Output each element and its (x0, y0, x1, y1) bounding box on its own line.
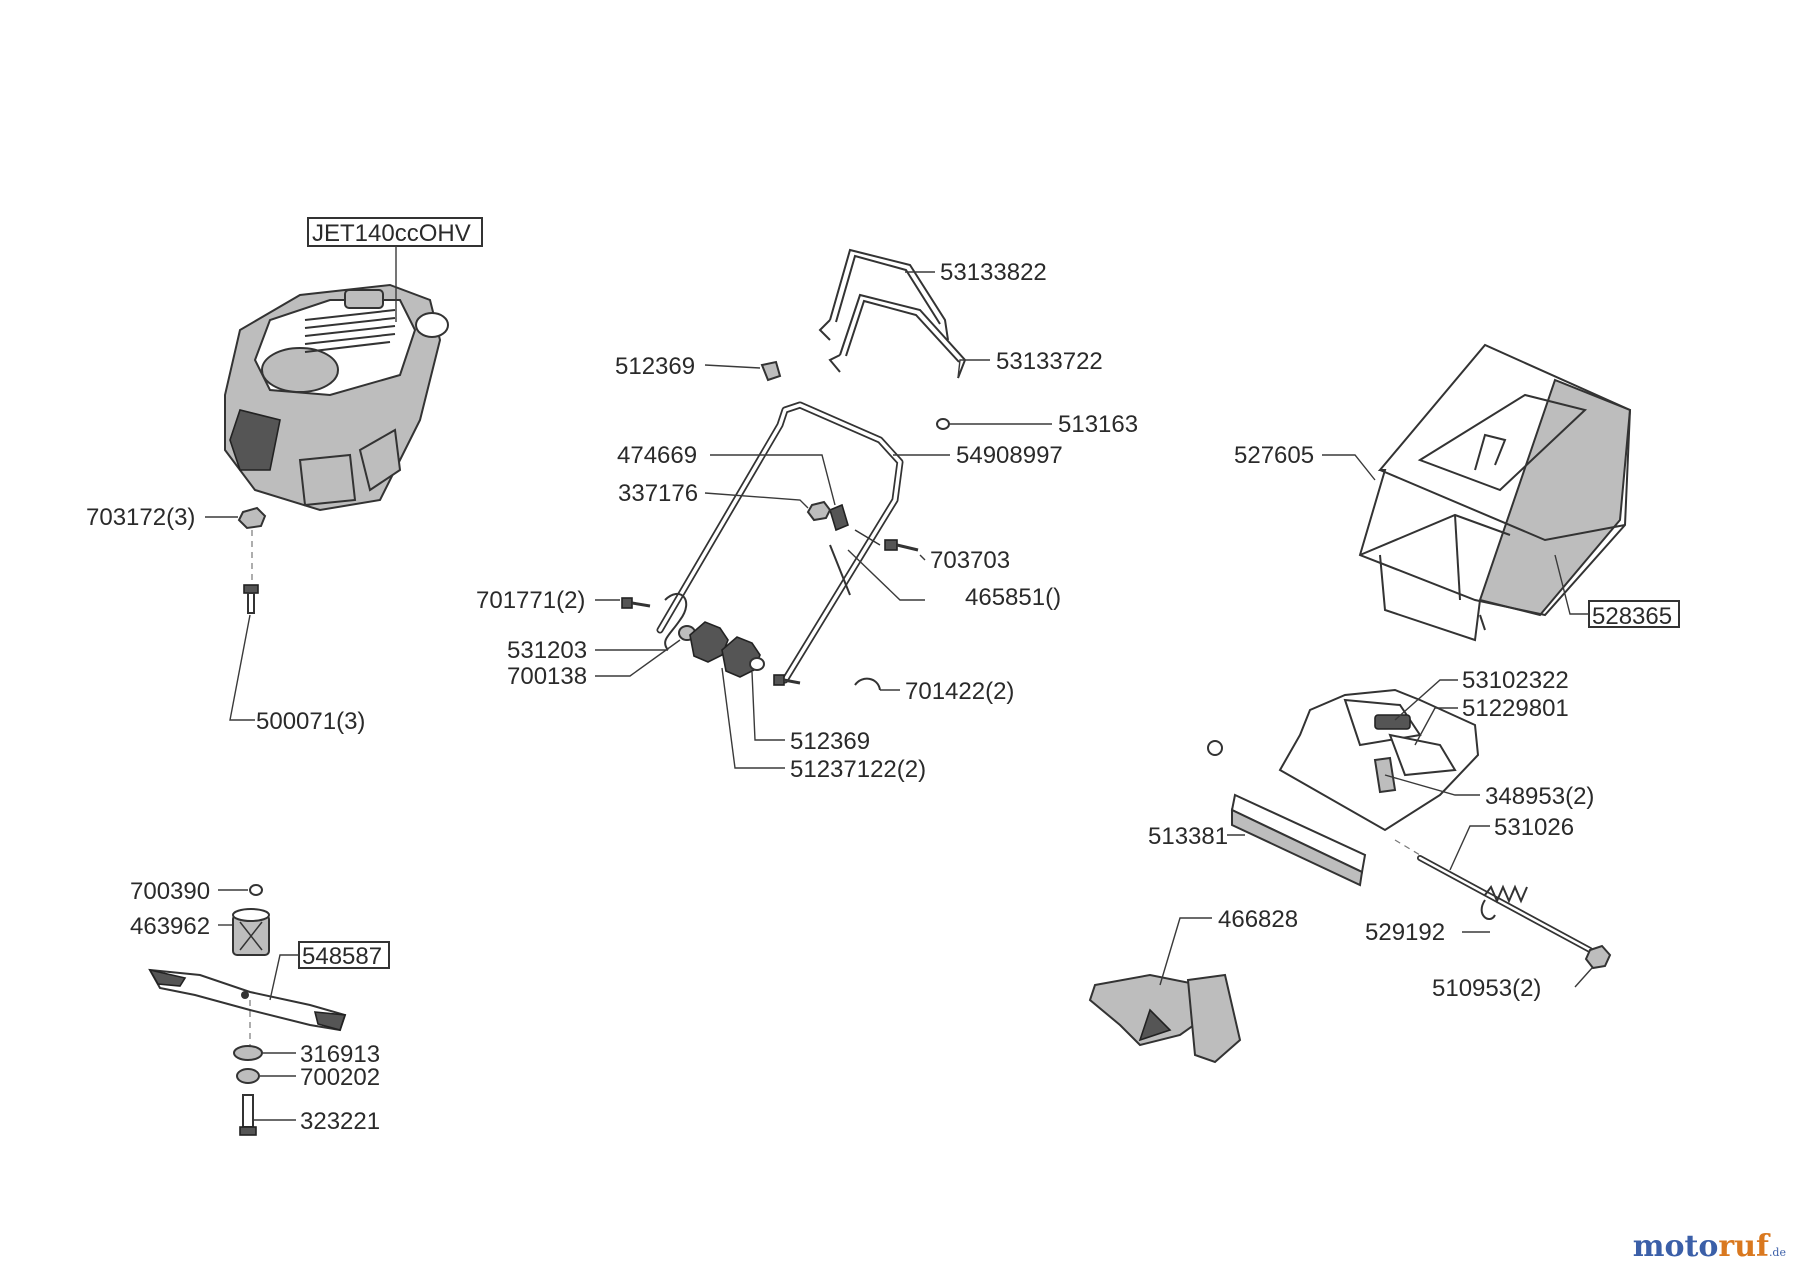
logo-part-2: ruf (1718, 1229, 1769, 1264)
label-527605: 527605 (1234, 442, 1314, 469)
blade-548587 (148, 968, 347, 1032)
cable-clip-474669 (829, 503, 849, 532)
label-463962: 463962 (130, 913, 210, 940)
rail-513381 (1230, 793, 1367, 887)
label-466828: 466828 (1218, 906, 1298, 933)
bolt-323221 (239, 1094, 257, 1136)
bolt-handle-bottom (773, 674, 801, 686)
label-465851: 465851() (965, 584, 1061, 611)
shaft-531026 (1417, 855, 1593, 953)
label-701771: 701771(2) (476, 587, 585, 614)
screw-703703 (884, 539, 919, 552)
label-531203: 531203 (507, 637, 587, 664)
label-548587: 548587 (302, 943, 382, 970)
label-701422: 701422(2) (905, 678, 1014, 705)
label-54908997: 54908997 (956, 442, 1063, 469)
label-500071: 500071(3) (256, 708, 365, 735)
label-700390: 700390 (130, 878, 210, 905)
engine-box (307, 217, 483, 247)
washer-513163 (936, 418, 950, 430)
label-703172: 703172(3) (86, 504, 195, 531)
control-bar-53133822 (818, 248, 949, 341)
control-bar-53133722 (828, 293, 967, 379)
logo-part-1: moto (1632, 1229, 1719, 1264)
label-510953: 510953(2) (1432, 975, 1541, 1002)
label-528365: 528365 (1592, 603, 1672, 630)
clip-531203 (664, 593, 688, 651)
label-512369-top: 512369 (615, 353, 695, 380)
label-53102322: 53102322 (1462, 667, 1569, 694)
label-700138: 700138 (507, 663, 587, 690)
label-512369-bottom: 512369 (790, 728, 870, 755)
washer-700390 (249, 884, 263, 896)
label-474669: 474669 (617, 442, 697, 469)
label-53133722: 53133722 (996, 348, 1103, 375)
lockwasher-700202 (236, 1068, 260, 1084)
label-703703: 703703 (930, 547, 1010, 574)
label-513163: 513163 (1058, 411, 1138, 438)
washer-512369-bottom (749, 657, 765, 671)
cable-465851 (829, 529, 881, 596)
engine-illustration (224, 283, 449, 512)
label-engine: JET140ccOHV (312, 220, 471, 247)
spring-529192 (1480, 884, 1528, 920)
logo-suffix: .de (1768, 1246, 1786, 1259)
label-513381: 513381 (1148, 823, 1228, 850)
label-53133822: 53133822 (940, 259, 1047, 286)
label-348953: 348953(2) (1485, 783, 1594, 810)
washer-316913 (233, 1045, 263, 1061)
handle-54908997 (656, 401, 904, 684)
label-529192: 529192 (1365, 919, 1445, 946)
site-logo[interactable]: motoruf.de (1633, 1229, 1786, 1264)
bolt-500071 (243, 584, 259, 614)
label-323221: 323221 (300, 1108, 380, 1135)
nut-510953 (1584, 944, 1612, 970)
mulch-plug-466828 (1088, 973, 1242, 1064)
bag-box (1588, 600, 1680, 628)
label-700202: 700202 (300, 1064, 380, 1091)
label-531026: 531026 (1494, 814, 1574, 841)
clip-701422 (854, 677, 881, 691)
grass-bag-frame-527605 (1358, 343, 1632, 642)
nut-703172 (237, 506, 267, 530)
adapter-463962 (232, 908, 270, 956)
label-51229801: 51229801 (1462, 695, 1569, 722)
label-337176: 337176 (618, 480, 698, 507)
label-316913: 316913 (300, 1041, 380, 1068)
nut-337176 (806, 500, 832, 522)
clip-512369-top (760, 360, 782, 382)
rear-flap-assembly (1207, 688, 1480, 832)
bolt-701771 (621, 597, 651, 609)
blade-box (298, 941, 390, 969)
label-51237122: 51237122(2) (790, 756, 926, 783)
knobs-51237122 (689, 621, 761, 678)
